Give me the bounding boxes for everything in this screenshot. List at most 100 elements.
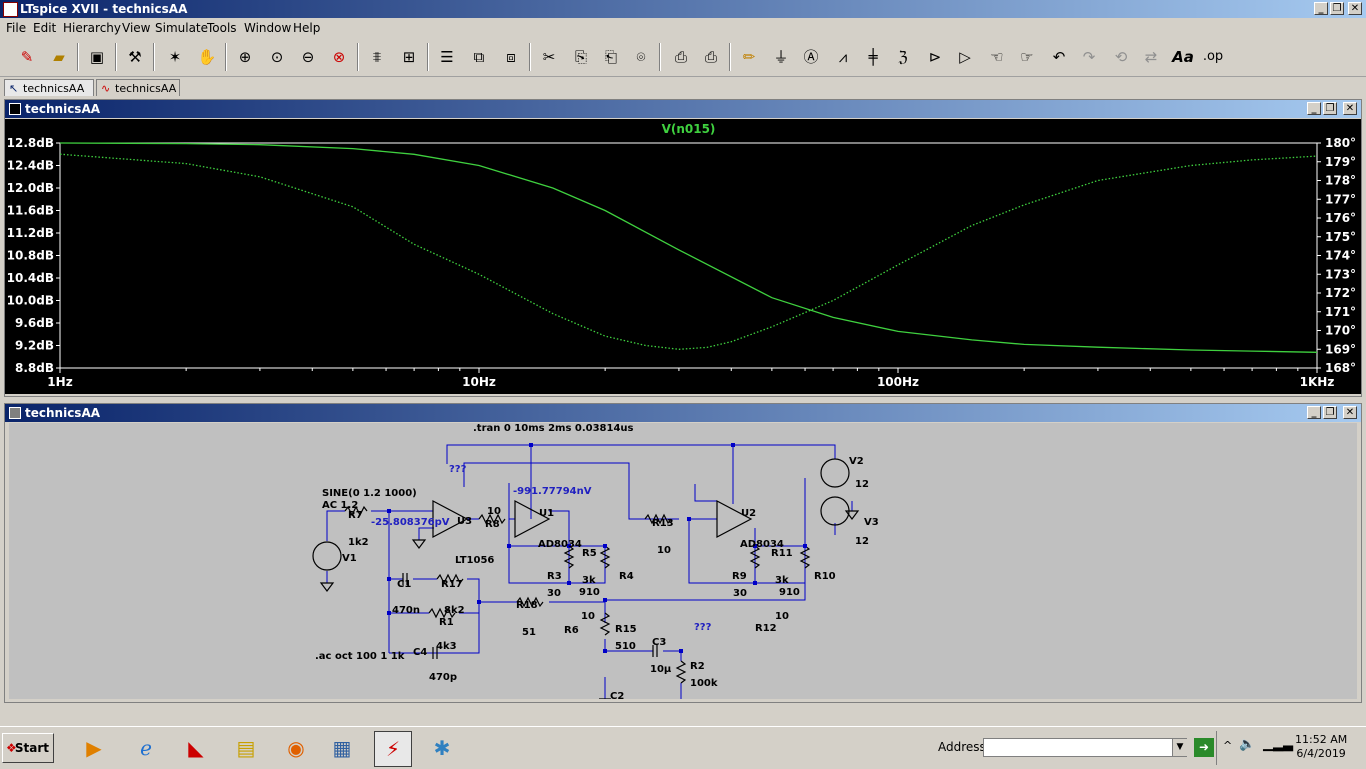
draw-wire-pencil-icon[interactable]: ✏ — [742, 48, 756, 66]
tile-vertical-icon[interactable]: ⧈ — [506, 48, 516, 66]
zoom-in-icon[interactable]: ⊕ — [238, 48, 252, 66]
internet-explorer-icon[interactable]: ℯ — [140, 736, 152, 760]
ltspice-task-icon[interactable]: ⚡ — [374, 731, 412, 767]
y-left-tick-label: 9.6dB — [15, 316, 54, 330]
toolbar-separator — [529, 43, 531, 71]
schematic-restore-button[interactable]: ❐ — [1323, 406, 1337, 419]
mirror-icon[interactable]: ⇄ — [1144, 48, 1158, 66]
menu-window[interactable]: Window — [244, 21, 292, 35]
minimize-button[interactable]: _ — [1314, 2, 1328, 15]
close-button[interactable]: ✕ — [1348, 2, 1362, 15]
text-icon[interactable]: Aa — [1172, 48, 1194, 66]
y-right-tick-label: 180° — [1325, 136, 1356, 150]
rotate-icon[interactable]: ⟲ — [1114, 48, 1128, 66]
find-binoculars-icon[interactable]: ⌾ — [636, 48, 646, 66]
zoom-fit-icon[interactable]: ⊗ — [332, 48, 346, 66]
acrobat-icon[interactable]: ◣ — [188, 736, 204, 760]
schematic-labels: .tran 0 10ms 2ms 0.03814us SINE(0 1.2 10… — [315, 423, 879, 699]
print-icon[interactable]: ⎙ — [704, 48, 717, 66]
paint-icon[interactable]: ✱ — [433, 736, 451, 760]
cascade-icon[interactable]: ⧉ — [473, 48, 485, 66]
new-schematic-icon[interactable]: ✎ — [20, 48, 34, 66]
cut-icon[interactable]: ✂ — [542, 48, 556, 66]
inductor-icon[interactable]: ℨ — [898, 48, 908, 66]
menu-hierarchy[interactable]: Hierarchy — [63, 21, 122, 35]
r11-value: 3k — [775, 575, 789, 586]
plot-restore-button[interactable]: ❐ — [1323, 102, 1337, 115]
schematic-canvas[interactable]: .tran 0 10ms 2ms 0.03814us SINE(0 1.2 10… — [9, 423, 1357, 699]
tab-schematic[interactable]: ↖ technicsAA — [4, 79, 94, 96]
y-left-tick-label: 12.0dB — [7, 181, 54, 195]
resistor-icon[interactable]: ⩘ — [838, 48, 848, 66]
y-right-tick-label: 171° — [1325, 305, 1356, 319]
go-arrow-icon[interactable]: ➜ — [1194, 738, 1214, 757]
file-explorer-icon[interactable]: ▤ — [236, 736, 256, 760]
move-hand-icon[interactable]: ☜ — [990, 48, 1004, 66]
resistor-r13 — [644, 513, 672, 525]
autorange-icon[interactable]: ⩨ — [372, 48, 382, 66]
plot-close-button[interactable]: ✕ — [1343, 102, 1357, 115]
waveform-window-icon — [9, 103, 21, 115]
save-icon[interactable]: ▣ — [89, 48, 105, 66]
menu-simulate[interactable]: Simulate — [155, 21, 209, 35]
clock-time: 11:52 AM — [1295, 733, 1348, 746]
tray-expand-icon[interactable]: ^ — [1223, 739, 1233, 752]
run-icon[interactable]: ✶ — [168, 48, 182, 66]
ground-icon[interactable]: ⏚ — [773, 48, 789, 66]
v1-sine-spec: SINE(0 1.2 1000) — [322, 488, 417, 499]
c3-value: 10µ — [650, 664, 672, 675]
drag-hand-icon[interactable]: ☞ — [1020, 48, 1034, 66]
tab-waveform[interactable]: ∿ technicsAA — [96, 79, 180, 96]
media-player-icon[interactable]: ▶ — [86, 736, 102, 760]
restore-button[interactable]: ❐ — [1330, 2, 1344, 15]
control-panel-hammer-icon[interactable]: ⚒ — [128, 48, 142, 66]
zoom-out-icon[interactable]: ⊖ — [301, 48, 315, 66]
network-icon[interactable]: ▁▂▃ — [1263, 737, 1293, 752]
schematic-drawing[interactable]: .tran 0 10ms 2ms 0.03814us SINE(0 1.2 10… — [9, 423, 1357, 699]
x-tick-label: 100Hz — [877, 375, 919, 389]
menu-tools[interactable]: Tools — [207, 21, 237, 35]
start-button[interactable]: ❖ Start — [2, 733, 54, 763]
schematic-wires — [326, 444, 853, 699]
volume-icon[interactable]: 🔈 — [1239, 737, 1256, 752]
component-icon[interactable]: ▷ — [959, 48, 971, 66]
menu-file[interactable]: File — [6, 21, 27, 35]
menu-help[interactable]: Help — [293, 21, 321, 35]
undo-icon[interactable]: ↶ — [1052, 48, 1066, 66]
c2-name: C2 — [610, 691, 624, 699]
halt-hand-icon[interactable]: ✋ — [197, 48, 217, 66]
clock[interactable]: 11:52 AM 6/4/2019 — [1295, 733, 1347, 761]
copy-icon[interactable]: ⎘ — [574, 48, 587, 66]
address-input[interactable] — [983, 738, 1187, 757]
grid-icon[interactable]: ⊞ — [402, 48, 416, 66]
r15-value: 510 — [615, 641, 636, 652]
diode-icon[interactable]: ⊳ — [928, 48, 942, 66]
menu-view[interactable]: View — [122, 21, 151, 35]
capacitor-icon[interactable]: ╪ — [868, 48, 878, 66]
system-tray: ^ 🔈 ▁▂▃ 11:52 AM 6/4/2019 — [1216, 731, 1366, 765]
label-net-icon[interactable]: Ⓐ — [803, 48, 819, 66]
resistor-r18 — [516, 596, 544, 608]
y-right-tick-label: 169° — [1325, 342, 1356, 356]
picture-viewer-icon[interactable]: ▦ — [332, 736, 352, 760]
schematic-minimize-button[interactable]: _ — [1307, 406, 1321, 419]
paste-icon[interactable]: ⎗ — [604, 48, 617, 66]
x-tick-label: 1Hz — [47, 375, 72, 389]
tile-horizontal-icon[interactable]: ☰ — [440, 48, 454, 66]
redo-icon[interactable]: ↷ — [1082, 48, 1096, 66]
firefox-icon[interactable]: ◉ — [287, 736, 305, 760]
menu-edit[interactable]: Edit — [33, 21, 57, 35]
capacitor-c4 — [432, 647, 438, 659]
x-tick-label: 10Hz — [462, 375, 496, 389]
open-folder-icon[interactable]: ▰ — [53, 48, 65, 66]
zoom-pan-icon[interactable]: ⊙ — [270, 48, 284, 66]
plot-minimize-button[interactable]: _ — [1307, 102, 1321, 115]
r18-value: 51 — [522, 627, 536, 638]
address-dropdown-icon[interactable]: ▼ — [1172, 739, 1187, 756]
print-preview-icon[interactable]: ⎙ — [674, 48, 687, 66]
schematic-close-button[interactable]: ✕ — [1343, 406, 1357, 419]
r7-value: 1k2 — [348, 537, 369, 548]
spice-directive-icon[interactable]: .op — [1202, 49, 1224, 64]
